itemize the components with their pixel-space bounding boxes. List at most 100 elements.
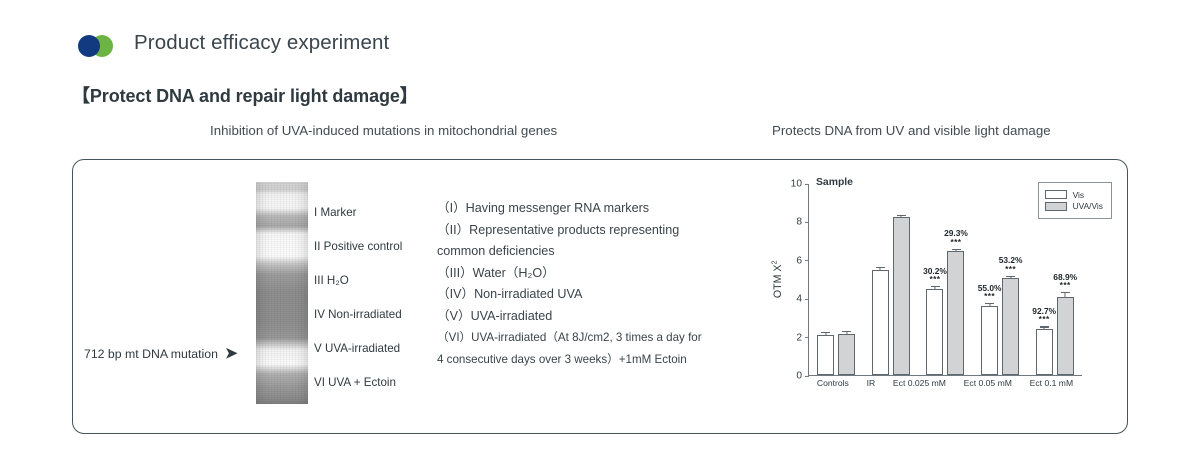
legend-swatch-vis-icon <box>1044 190 1067 199</box>
chart-bar-slot <box>871 184 889 375</box>
brand-logo <box>78 33 122 59</box>
gel-electrophoresis-image <box>256 182 308 404</box>
chart-bar-group <box>871 184 910 375</box>
chart-error-bar <box>1064 292 1066 298</box>
chart-x-tick: Controls <box>816 378 849 388</box>
chart-annotation-percent: 68.9% <box>1053 271 1078 282</box>
chart-bar-slot: 55.0%*** <box>978 184 1001 375</box>
gel-lane-label: VI UVA + Ectoin <box>314 376 396 389</box>
chart-bar-slot: 53.2%*** <box>999 184 1022 375</box>
page-title: Product efficacy experiment <box>134 31 390 54</box>
chart-bar-slot <box>817 184 835 375</box>
chart-bar-annotation: 53.2%*** <box>999 256 1023 273</box>
chart-error-bar <box>1043 326 1045 329</box>
legend-swatch-uva-vis-icon <box>1044 201 1067 211</box>
chart-error-bar <box>900 214 902 217</box>
chart-bar-annotation: 55.0%*** <box>977 282 1002 302</box>
chart-error-bar <box>825 332 827 335</box>
experiment-condition-list: （I）Having messenger RNA markers （II）Repr… <box>437 198 767 370</box>
list-item: （I）Having messenger RNA markers <box>437 201 650 215</box>
caption-left: Inhibition of UVA-induced mutations in m… <box>210 123 558 138</box>
gel-lane-label: III H₂O <box>314 274 349 287</box>
gel-lane-label: IV Non-irradiated <box>314 308 402 321</box>
gel-lane-label-list: I Marker II Positive control III H₂O IV … <box>314 196 402 400</box>
chart-error-bar <box>846 330 848 334</box>
chart-annotation-significance: *** <box>1059 280 1071 291</box>
chart-bar <box>871 270 889 375</box>
chart-plot-area: 30.2%***29.3%***55.0%***53.2%***92.7%***… <box>791 179 1082 382</box>
list-item: （III）Water（H₂O） <box>437 265 555 280</box>
list-item: （V）UVA-irradiated <box>437 308 553 323</box>
mutation-annotation: 712 bp mt DNA mutation ➤ <box>84 346 238 361</box>
chart-bar-group: 30.2%***29.3%*** <box>923 184 968 375</box>
chart-bar-annotation: 68.9%*** <box>1053 271 1078 291</box>
chart-bar-slot: 92.7%*** <box>1032 184 1056 375</box>
chart-error-bar <box>879 266 881 271</box>
mutation-label-text: 712 bp mt DNA mutation <box>84 346 218 361</box>
list-item: （IV）Non-irradiated UVA <box>437 287 583 301</box>
chart-bar <box>981 305 999 375</box>
chart-bar-slot: 29.3%*** <box>944 184 968 375</box>
chart-bar-groups: 30.2%***29.3%***55.0%***53.2%***92.7%***… <box>809 184 1082 375</box>
chart-error-bar <box>1010 275 1012 279</box>
chart-y-tick: 8 <box>796 217 809 228</box>
chart-x-tick: Ect 0.05 mM <box>963 378 1012 388</box>
chart-annotation-significance: *** <box>984 291 996 302</box>
chart-bar-slot <box>892 184 910 375</box>
chart-y-tick: 4 <box>796 294 809 305</box>
chart-annotation-percent: 29.3% <box>944 228 968 239</box>
chart-bar-slot: 68.9%*** <box>1053 184 1077 375</box>
otm-bar-chart: Sample OTM X2 30.2%***29.3%***55.0%***53… <box>769 176 1116 408</box>
legend-entry-vis: Vis <box>1044 189 1103 200</box>
chart-bar-group: 55.0%***53.2%*** <box>978 184 1022 375</box>
list-item: （VI）UVA-irradiated（At 8J/cm2, 3 times a … <box>437 331 702 344</box>
legend-entry-uva-vis: UVA/Vis <box>1044 201 1103 211</box>
legend-label: Vis <box>1072 189 1085 200</box>
chart-y-tick: 10 <box>791 179 809 190</box>
chart-bar-annotation: 30.2%*** <box>923 266 947 285</box>
chart-bar <box>1035 328 1053 375</box>
chart-bar <box>838 333 856 375</box>
chart-bar-annotation: 29.3%*** <box>944 229 968 246</box>
gel-lane-label: II Positive control <box>314 240 403 253</box>
chart-x-tick: IR <box>866 378 876 388</box>
chart-annotation-significance: *** <box>929 274 941 285</box>
chart-annotation-percent: 55.0% <box>977 282 1002 293</box>
chart-annotation-percent: 53.2% <box>998 255 1023 266</box>
chart-y-tick: 6 <box>796 255 809 266</box>
logo-circle-blue-icon <box>78 35 100 57</box>
legend-label: UVA/Vis <box>1072 201 1103 211</box>
chart-bar-slot: 30.2%*** <box>923 184 947 375</box>
chart-x-tick: Ect 0.025 mM <box>892 378 946 388</box>
chart-bar <box>926 288 944 375</box>
chart-annotation-percent: 92.7% <box>1032 305 1057 316</box>
chart-bar <box>1056 297 1074 375</box>
chart-error-bar <box>989 303 991 306</box>
chart-x-tick: Ect 0.1 mM <box>1029 378 1074 388</box>
chart-bar-group: 92.7%***68.9%*** <box>1032 184 1077 375</box>
chart-annotation-significance: *** <box>1038 314 1050 325</box>
chart-annotation-significance: *** <box>1005 263 1017 274</box>
chart-legend: Vis UVA/Vis <box>1037 182 1112 219</box>
list-item: common deficiencies <box>437 244 555 258</box>
gel-lane-label: V UVA-irradiated <box>314 342 401 355</box>
section-title: 【Protect DNA and repair light damage】 <box>72 86 418 106</box>
list-item: （II）Representative products representing <box>437 222 680 237</box>
chart-y-tick: 0 <box>796 371 809 382</box>
arrow-right-icon: ➤ <box>224 345 238 362</box>
list-item: 4 consecutive days over 3 weeks）+1mM Ect… <box>437 352 687 366</box>
chart-bar <box>892 216 910 375</box>
chart-bar <box>1002 278 1020 375</box>
gel-lane-label: I Marker <box>314 206 357 219</box>
chart-error-bar <box>934 286 936 289</box>
chart-x-axis-ticks: Controls IR Ect 0.025 mM Ect 0.05 mM Ect 0.1… <box>808 378 1082 388</box>
chart-bar-slot <box>838 184 856 375</box>
chart-title: Sample <box>816 177 853 188</box>
caption-right: Protects DNA from UV and visible light d… <box>772 123 1051 138</box>
chart-bar-annotation: 92.7%*** <box>1032 305 1057 325</box>
chart-y-axis-label: OTM X2 <box>769 260 785 299</box>
chart-bar <box>817 334 835 375</box>
chart-error-bar <box>955 248 957 252</box>
chart-annotation-significance: *** <box>950 236 962 247</box>
